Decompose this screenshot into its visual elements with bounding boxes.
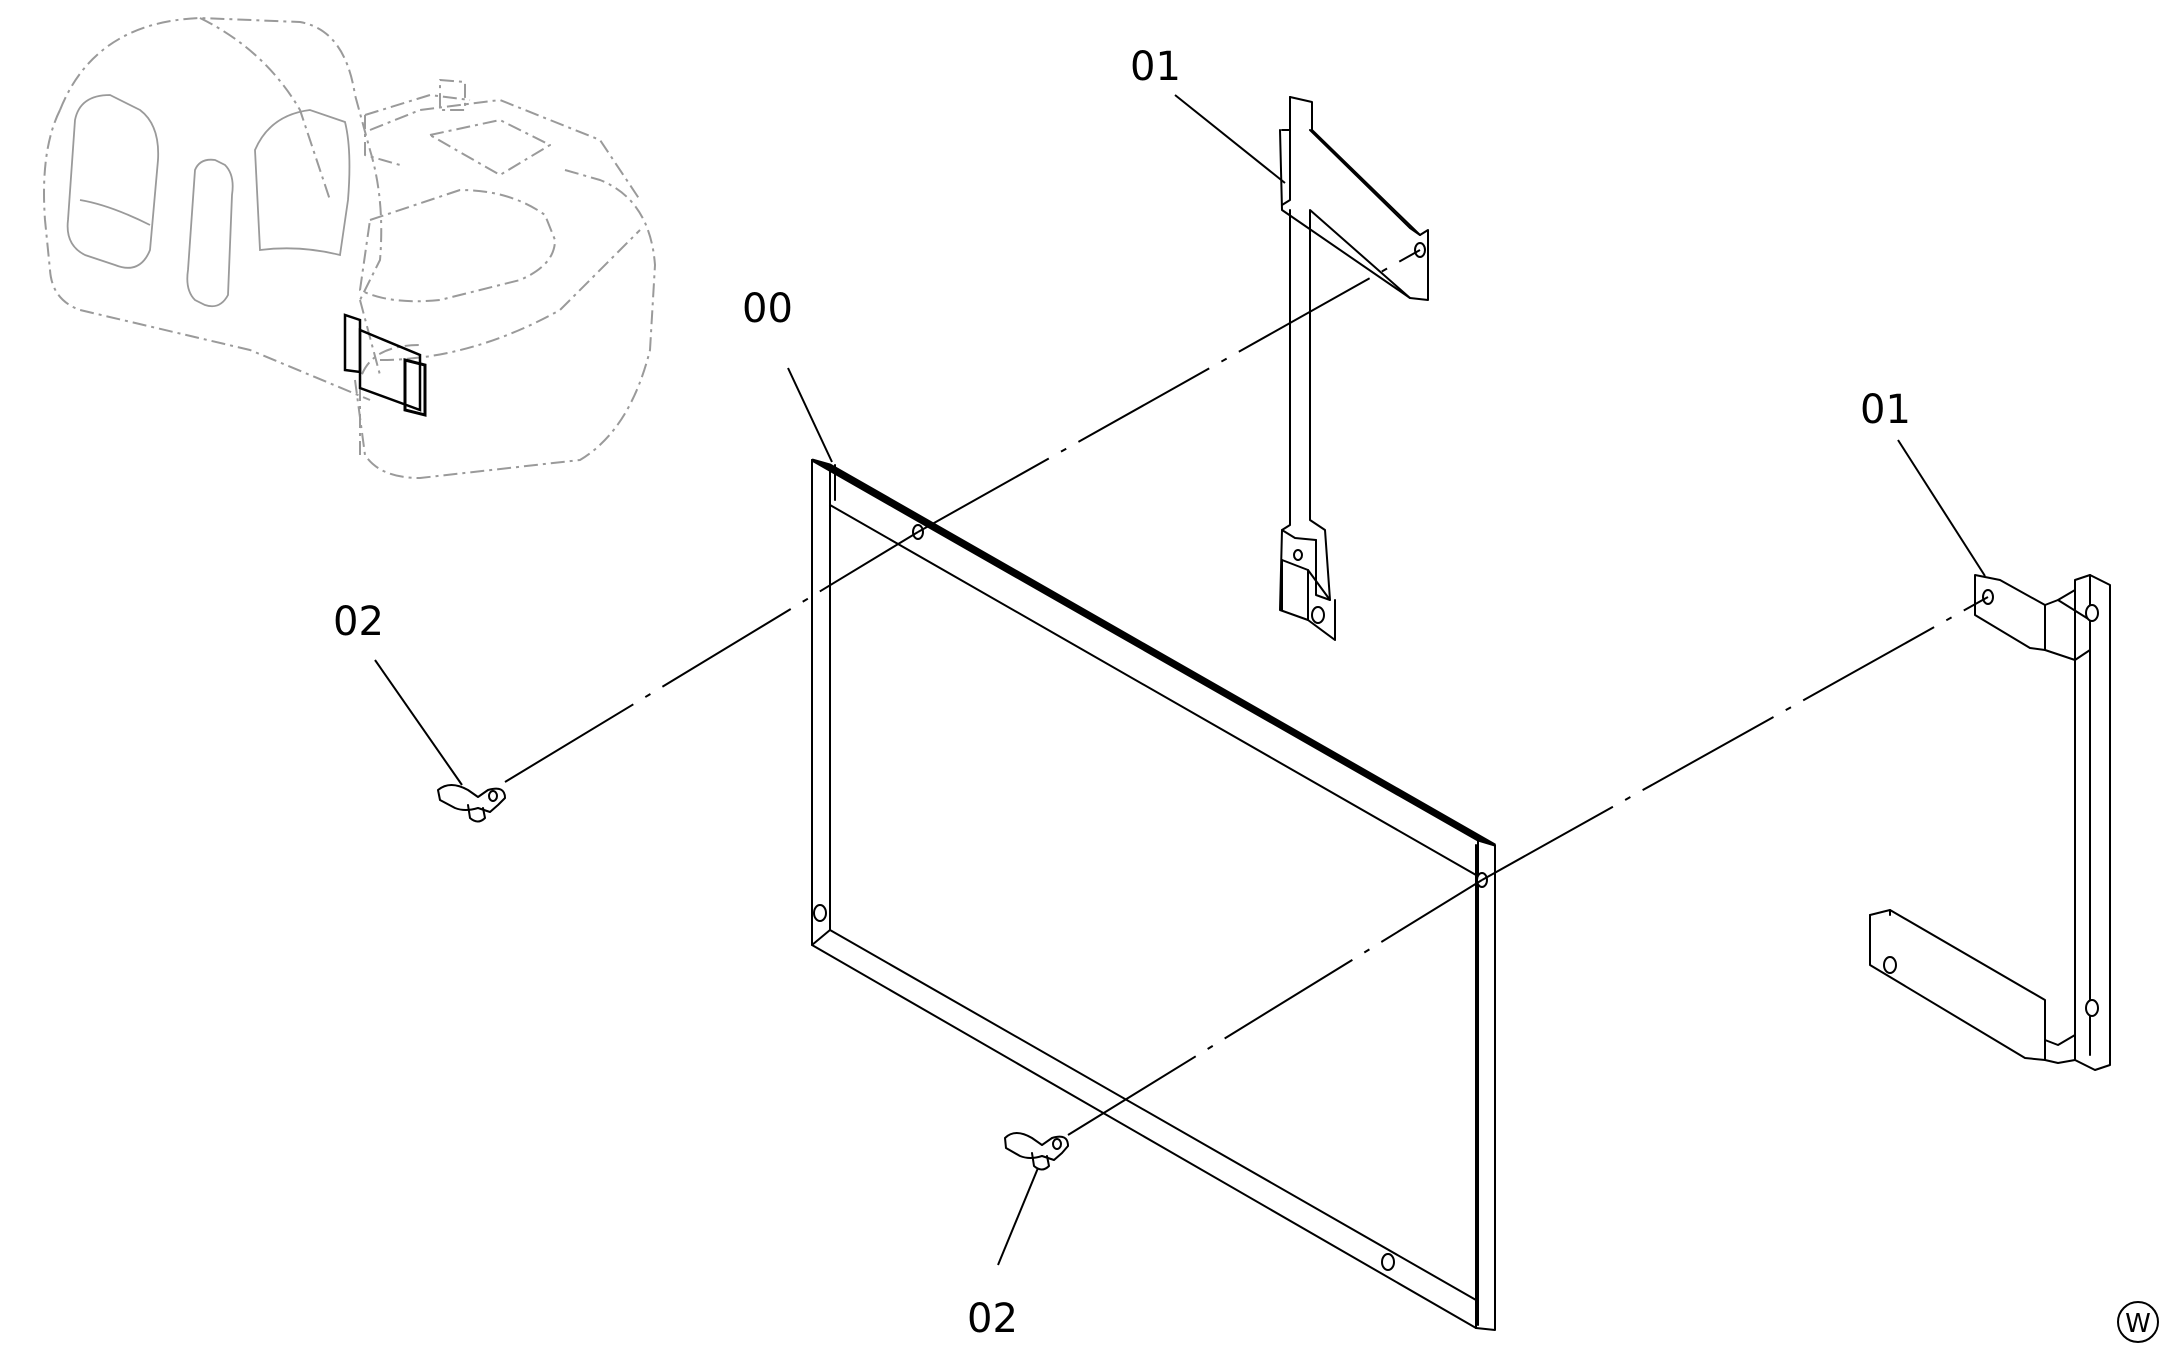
bracket-part-01-upper bbox=[1279, 96, 1429, 641]
wing-nut-part-02-left bbox=[437, 784, 506, 823]
frame-part-00 bbox=[811, 458, 1496, 1331]
corner-mark-letter: W bbox=[2125, 1309, 2151, 1339]
bracket-part-01-right bbox=[1869, 574, 2111, 1071]
leader-lines bbox=[374, 94, 1986, 1266]
guard-location-marker bbox=[343, 313, 427, 417]
wing-nut-part-02-bottom bbox=[1004, 1132, 1069, 1171]
callout-00: 00 bbox=[742, 286, 793, 332]
corner-mark: W bbox=[2117, 1301, 2159, 1343]
callout-01-upper: 01 bbox=[1130, 44, 1181, 90]
callout-01-right: 01 bbox=[1860, 387, 1911, 433]
excavator-location-thumbnail bbox=[43, 17, 656, 479]
callout-02-left: 02 bbox=[333, 599, 384, 645]
assembly-center-lines bbox=[504, 249, 1989, 1136]
callout-02-bottom: 02 bbox=[967, 1296, 1018, 1342]
